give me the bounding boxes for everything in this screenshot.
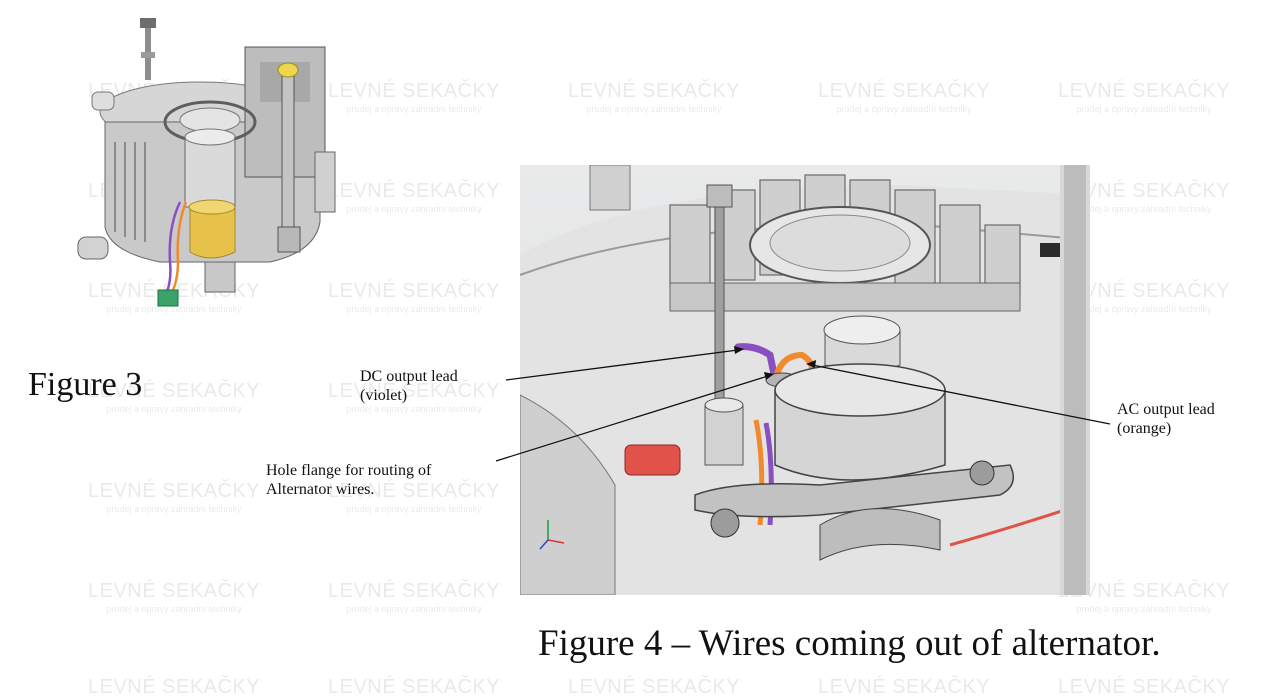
figure-3-caption: Figure 3: [28, 366, 143, 403]
watermark: LEVNÉ SEKAČKY: [88, 676, 261, 698]
figure-4-edge-strip: [1060, 165, 1090, 595]
callout-ac-output-lead: AC output lead (orange): [1117, 400, 1215, 438]
figure-4-caption: Figure 4 – Wires coming out of alternato…: [538, 623, 1161, 664]
watermark: LEVNÉ SEKAČKY: [818, 676, 991, 698]
callout-hole-flange: Hole flange for routing of Alternator wi…: [266, 461, 431, 499]
watermark: LEVNÉ SEKAČKY: [328, 676, 501, 698]
callout-dc-line2: (violet): [360, 387, 408, 404]
watermark: LEVNÉ SEKAČKY: [1058, 676, 1231, 698]
callout-dc-line1: DC output lead: [360, 368, 458, 385]
callout-hole-line2: Alternator wires.: [266, 481, 375, 498]
callout-hole-line1: Hole flange for routing of: [266, 462, 432, 479]
figure-3-engine-illustration: [77, 18, 336, 307]
callout-ac-line2: (orange): [1117, 420, 1172, 437]
callout-dc-output-lead: DC output lead (violet): [360, 367, 458, 405]
callout-ac-line1: AC output lead: [1117, 401, 1215, 418]
watermark: LEVNÉ SEKAČKY: [568, 676, 741, 698]
figure-4-alternator-closeup: [520, 165, 1090, 595]
